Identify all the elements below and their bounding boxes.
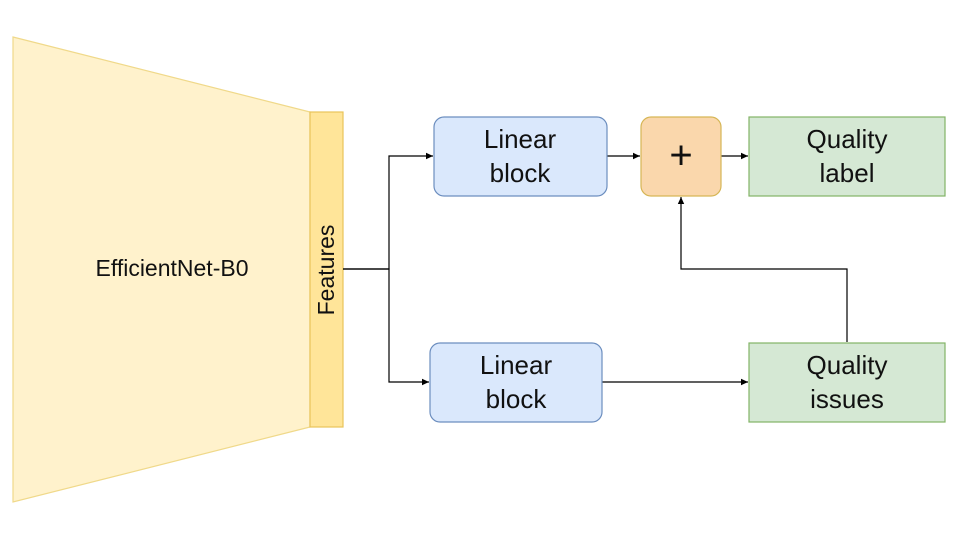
quality-issues-line1: Quality: [807, 350, 888, 380]
linear-block-bottom-box: [429, 342, 603, 423]
edge-features-to-linear-top: [343, 152, 433, 270]
quality-label-line1: Quality: [807, 124, 888, 154]
quality-label-line2: label: [820, 158, 875, 188]
edge-features-to-linear-bottom: [343, 268, 429, 386]
features-label: Features: [313, 225, 339, 316]
linear-block-top: Linear block: [433, 116, 608, 197]
linear-block-top-line2: block: [490, 158, 552, 188]
quality-issues-node: Quality issues: [748, 342, 946, 423]
edge-quality-issues-to-sum: [677, 197, 848, 342]
connectors: [343, 152, 848, 386]
quality-label-node: Quality label: [748, 116, 946, 197]
linear-block-bottom-line2: block: [486, 384, 548, 414]
quality-label-box: [748, 116, 946, 197]
quality-issues-line2: issues: [810, 384, 884, 414]
quality-issues-box: [748, 342, 946, 423]
linear-block-top-line1: Linear: [484, 124, 557, 154]
linear-block-top-box: [433, 116, 608, 197]
features-bar: [309, 111, 344, 428]
sum-node-symbol: +: [669, 134, 692, 178]
linear-block-bottom: Linear block: [429, 342, 603, 423]
sum-node-box: [640, 116, 722, 197]
backbone-label: EfficientNet-B0: [96, 255, 249, 281]
sum-node: +: [640, 116, 722, 197]
linear-block-bottom-line1: Linear: [480, 350, 553, 380]
